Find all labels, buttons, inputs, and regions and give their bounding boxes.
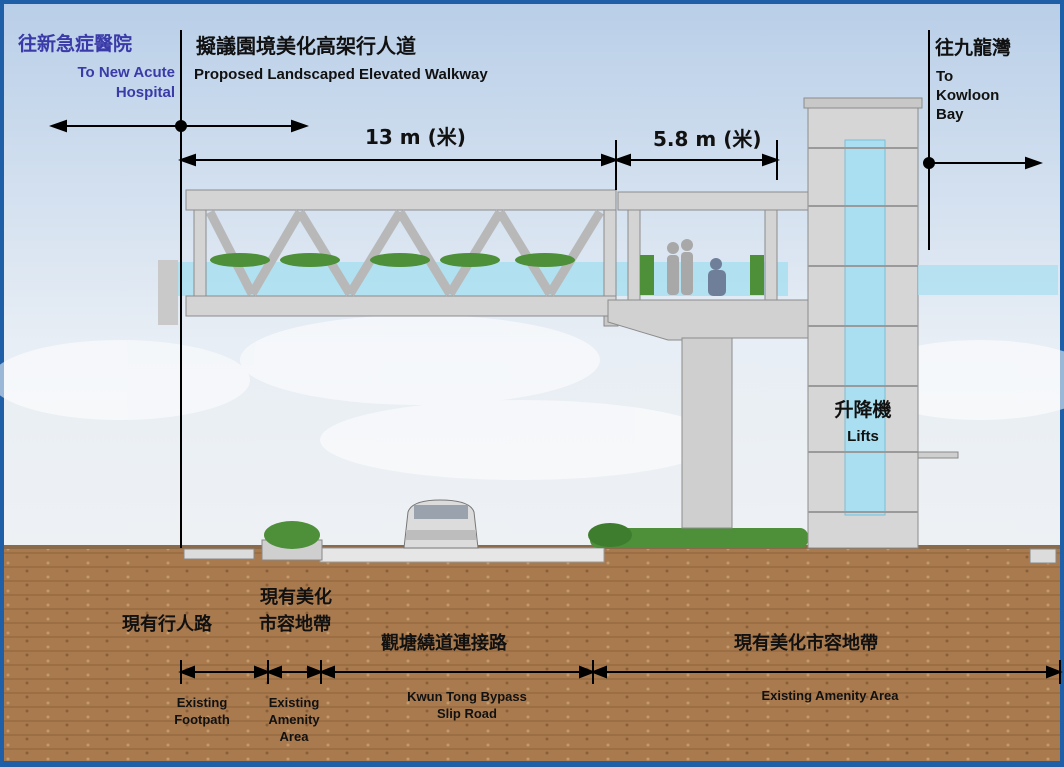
lifts-label-en: Lifts [847, 428, 879, 445]
slip-road-slab [319, 547, 605, 563]
left-direction-en-line2: Hospital [115, 84, 175, 101]
title-zh: 擬議園境美化高架行人道 [196, 34, 416, 58]
landing-canopy [617, 191, 814, 301]
amenity-area-2-en: Existing Amenity Area [761, 688, 899, 703]
amenity-area-1-en-line2: Amenity [268, 712, 320, 727]
left-direction-zh: 往新急症醫院 [18, 33, 133, 55]
ground-dimension-lines [178, 660, 1063, 684]
left-direction-en-line1: To New Acute [77, 64, 175, 81]
car-icon [403, 499, 479, 549]
amenity-area-1-en-line1: Existing [268, 695, 320, 710]
amenity-area-1-en-line3: Area [279, 729, 309, 744]
amenity-area-1-zh-line2: 市容地帶 [259, 614, 331, 635]
right-direction-zh: 往九龍灣 [935, 37, 1012, 59]
footpath-label-zh: 現有行人路 [122, 614, 212, 635]
clouds [0, 315, 1064, 480]
truss-diagonals [205, 209, 604, 297]
amenity-area-2-zh: 現有美化市容地帶 [734, 633, 878, 654]
deck-planters [210, 253, 575, 267]
title-en: Proposed Landscaped Elevated Walkway [194, 66, 488, 83]
direction-arrows [49, 119, 1043, 170]
right-direction-en-line2: Kowloon [936, 87, 1000, 104]
amenity-area-1-zh-line1: 現有美化 [260, 587, 332, 608]
ground-soil [4, 548, 1060, 761]
lift-tower [803, 97, 923, 549]
pier-column [681, 337, 733, 529]
slip-road-label-en-line1: Kwun Tong Bypass [407, 689, 527, 704]
side-span-dimension: 5.8 m (米) [653, 127, 762, 151]
lifts-label-zh: 升降機 [834, 399, 892, 421]
shrubs [264, 521, 808, 549]
people-icon [667, 239, 726, 296]
truss-bridge [185, 189, 617, 317]
right-direction-en-line3: Bay [936, 106, 964, 123]
main-span-dimension: 13 m (米) [365, 125, 466, 149]
footpath-label-en-line1: Existing [176, 695, 228, 710]
top-dimension-lines [178, 140, 780, 190]
slip-road-label-en-line2: Slip Road [437, 706, 497, 721]
footpath-label-en-line2: Footpath [174, 712, 230, 727]
right-direction-en-line1: To [936, 68, 954, 85]
slip-road-label-zh: 觀塘繞道連接路 [381, 633, 507, 654]
